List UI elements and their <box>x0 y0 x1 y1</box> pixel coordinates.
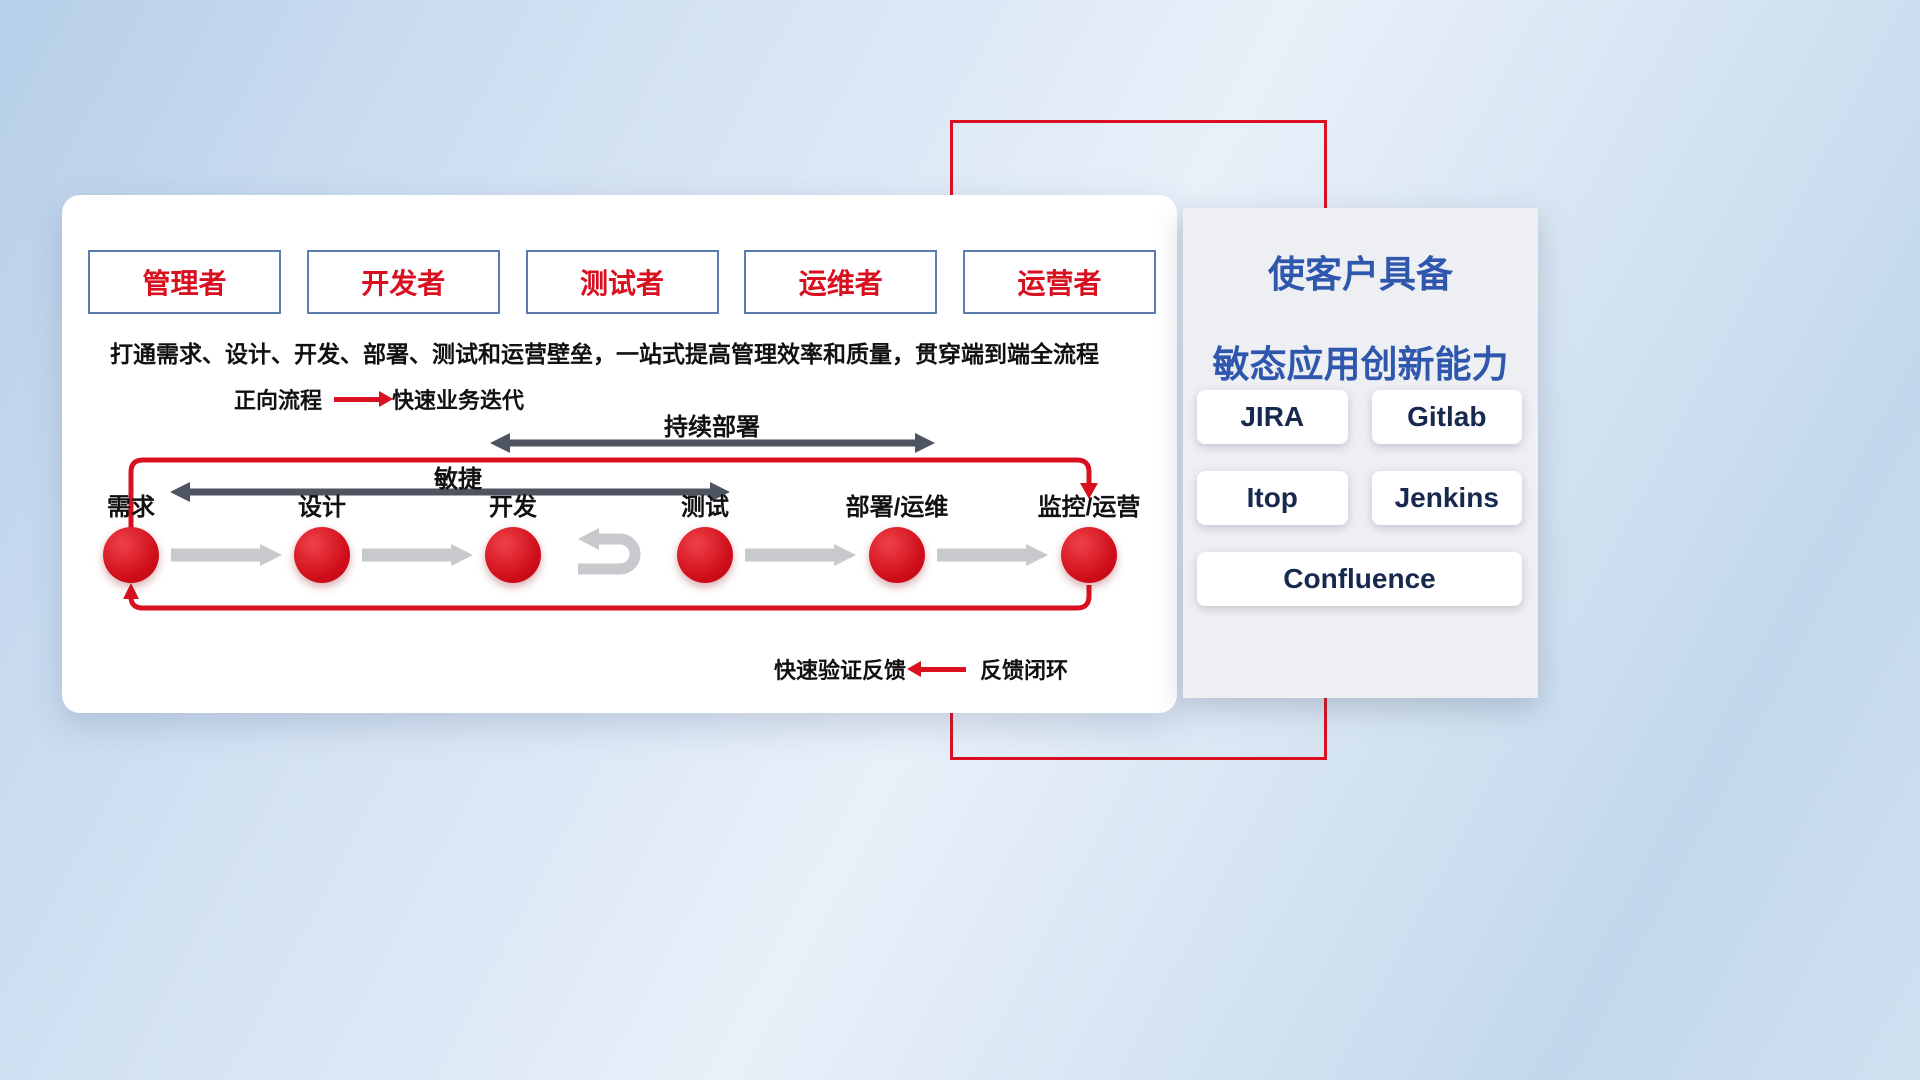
flow-arrows-layer <box>123 433 1098 611</box>
stage-label: 需求 <box>107 494 155 521</box>
flow-arrow-4 <box>937 544 1048 566</box>
legend-forward-label: 正向流程 <box>234 388 323 413</box>
tool-button-confluence: Confluence <box>1197 552 1522 606</box>
panel-title-line1: 使客户具备 <box>1268 254 1453 295</box>
tool-button-itop: Itop <box>1197 471 1348 525</box>
diagram-subtitle: 打通需求、设计、开发、部署、测试和运营壁垒，一站式提高管理效率和质量，贯穿端到端… <box>110 341 1099 367</box>
tool-button-gitlab: Gitlab <box>1371 390 1522 444</box>
forward-arrow-icon <box>334 390 394 407</box>
stage-testing: 测试 <box>630 493 780 583</box>
red-loop-top-line <box>128 457 1098 529</box>
iteration-loop-icon <box>578 528 641 575</box>
stage-design: 设计 <box>247 493 397 583</box>
stage-development: 开发 <box>438 493 588 583</box>
legend-feedback-loop: 快速验证反馈 反馈闭环 <box>774 653 1068 685</box>
panel-title: 使客户具备 敏态应用创新能力 <box>1183 244 1538 388</box>
continuous-deploy-label: 持续部署 <box>664 414 760 441</box>
role-box-tester: 测试者 <box>525 250 719 314</box>
agile-label: 敏捷 <box>434 466 482 493</box>
tool-button-jira: JIRA <box>1197 390 1348 444</box>
flow-arrow-2 <box>362 544 473 566</box>
capability-panel: 使客户具备 敏态应用创新能力 JIRA Gitlab Itop Jenkins … <box>1183 208 1538 698</box>
flow-arrow-1 <box>171 544 282 566</box>
process-diagram-card: 管理者 开发者 测试者 运维者 运营者 打通需求、设计、开发、部署、测试和运营壁… <box>62 195 1177 713</box>
stage-node-icon <box>677 527 733 583</box>
stage-label: 部署/运维 <box>845 494 949 521</box>
red-loop-bottom-line <box>123 583 1092 611</box>
stage-node-icon <box>103 527 159 583</box>
tool-buttons-grid: JIRA Gitlab Itop Jenkins Confluence <box>1197 390 1522 606</box>
stage-node-icon <box>485 527 541 583</box>
legend-forward-value: 快速业务迭代 <box>392 388 525 413</box>
stage-label: 监控/运营 <box>1037 494 1141 521</box>
legend-forward-flow: 正向流程 快速业务迭代 <box>234 383 524 415</box>
role-box-operator: 运营者 <box>963 250 1156 314</box>
stage-label: 测试 <box>681 494 729 521</box>
stage-node-icon <box>869 527 925 583</box>
continuous-deploy-double-arrow <box>490 433 935 453</box>
panel-title-line2: 敏态应用创新能力 <box>1212 344 1509 385</box>
role-box-ops: 运维者 <box>744 250 938 314</box>
flow-arrow-3 <box>745 544 856 566</box>
stage-deploy-ops: 部署/运维 <box>822 493 972 583</box>
legend-feedback-value: 反馈闭环 <box>980 658 1069 683</box>
role-box-developer: 开发者 <box>306 250 500 314</box>
stage-node-icon <box>1061 527 1117 583</box>
role-boxes-row: 管理者 开发者 测试者 运维者 运营者 <box>88 250 1156 314</box>
stage-monitor-ops: 监控/运营 <box>1014 493 1164 583</box>
stage-node-icon <box>294 527 350 583</box>
role-box-manager: 管理者 <box>88 250 281 314</box>
legend-feedback-label: 快速验证反馈 <box>774 658 907 683</box>
tool-button-jenkins: Jenkins <box>1371 471 1522 525</box>
feedback-arrow-icon <box>907 660 967 677</box>
stage-label: 开发 <box>489 494 537 521</box>
stage-requirements: 需求 <box>56 493 206 583</box>
stage-label: 设计 <box>298 494 346 521</box>
agile-double-arrow <box>170 482 730 502</box>
